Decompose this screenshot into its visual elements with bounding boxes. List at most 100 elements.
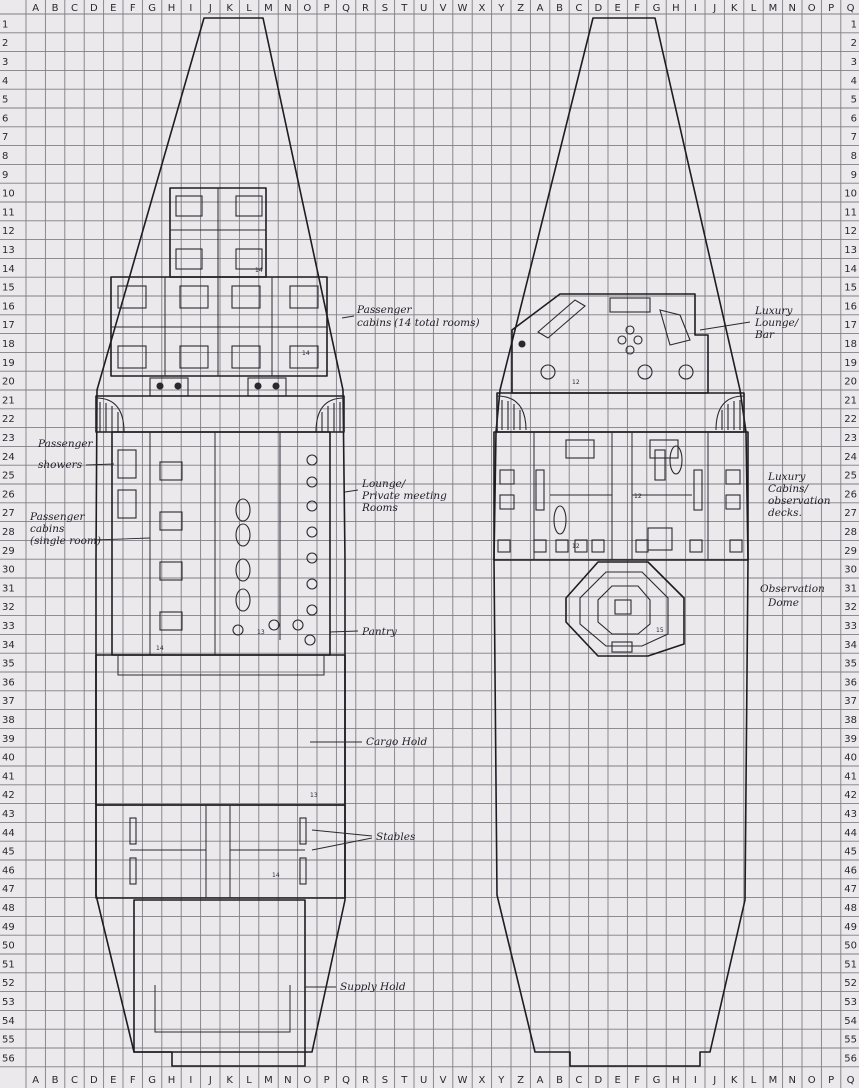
row-label: 24 — [2, 452, 15, 463]
svg-text:14: 14 — [255, 267, 263, 274]
row-label: 37 — [2, 696, 15, 707]
row-label: 35 — [844, 659, 857, 670]
row-label: 41 — [844, 771, 857, 782]
row-label: 33 — [844, 621, 857, 632]
row-label: 52 — [844, 978, 857, 989]
label-observation-dome: Observation Dome — [760, 583, 825, 609]
label-passenger-cabins: Passenger cabins (14 total rooms) — [341, 304, 480, 329]
row-label: 38 — [2, 715, 15, 726]
svg-text:Luxury: Luxury — [767, 471, 806, 483]
row-label: 47 — [844, 884, 857, 895]
row-label: 46 — [2, 865, 15, 876]
label-supply-hold: Supply Hold — [305, 981, 406, 993]
svg-text:14: 14 — [302, 350, 310, 357]
row-label: 51 — [2, 959, 15, 970]
row-label: 29 — [2, 546, 15, 557]
row-label: 34 — [2, 640, 15, 651]
row-label: 41 — [2, 771, 15, 782]
svg-text:Passenger: Passenger — [37, 438, 94, 450]
column-label: U — [420, 1075, 427, 1086]
column-label: I — [694, 3, 697, 14]
row-labels-right: 1234567891011121314151617181920212223242… — [844, 19, 857, 1064]
row-label: 8 — [2, 151, 8, 162]
row-label: 32 — [2, 602, 15, 613]
row-label: 44 — [844, 828, 857, 839]
row-label: 25 — [2, 471, 15, 482]
row-labels-left: 1234567891011121314151617181920212223242… — [2, 19, 15, 1064]
column-label: A — [32, 1075, 39, 1086]
row-label: 12 — [844, 226, 857, 237]
row-label: 48 — [2, 903, 15, 914]
row-label: 49 — [844, 922, 857, 933]
row-label: 20 — [844, 377, 857, 388]
column-label: M — [264, 3, 273, 14]
svg-text:Passenger: Passenger — [356, 304, 413, 316]
column-label: X — [478, 1075, 485, 1086]
left-cargo-hold — [95, 654, 346, 806]
column-label: W — [458, 1075, 468, 1086]
row-label: 44 — [2, 828, 15, 839]
row-label: 14 — [844, 264, 857, 275]
column-label: I — [694, 1075, 697, 1086]
row-label: 5 — [851, 95, 857, 106]
row-label: 56 — [2, 1053, 15, 1064]
column-label: V — [440, 3, 447, 14]
column-label: B — [556, 1075, 563, 1086]
column-label: G — [653, 3, 661, 14]
left-stairs-west — [95, 397, 125, 433]
svg-text:Passenger: Passenger — [29, 511, 86, 523]
left-cabin-block-wide — [110, 276, 328, 377]
column-label: D — [90, 1075, 98, 1086]
column-label: C — [575, 1075, 582, 1086]
row-label: 3 — [2, 57, 8, 68]
row-label: 29 — [844, 546, 857, 557]
row-label: 16 — [844, 301, 857, 312]
column-label: N — [789, 1075, 796, 1086]
left-supply-hold — [133, 899, 306, 1053]
column-label: Q — [342, 1075, 350, 1086]
svg-text:Cargo Hold: Cargo Hold — [366, 736, 428, 748]
label-luxury-cabins: Luxury Cabins/ observation decks. — [767, 471, 831, 519]
row-label: 1 — [851, 19, 857, 30]
row-label: 34 — [844, 640, 857, 651]
column-label: E — [110, 3, 116, 14]
left-supply-hold-inner — [154, 985, 291, 1033]
column-label: L — [751, 3, 757, 14]
row-label: 36 — [2, 677, 15, 688]
row-label: 55 — [844, 1035, 857, 1046]
right-lounge-furniture — [518, 297, 694, 380]
row-label: 10 — [844, 189, 857, 200]
row-label: 22 — [2, 414, 15, 425]
row-label: 45 — [844, 847, 857, 858]
row-label: 6 — [851, 113, 857, 124]
column-label: C — [575, 3, 582, 14]
row-label: 28 — [2, 527, 15, 538]
column-label: F — [130, 1075, 136, 1086]
column-label: P — [828, 3, 834, 14]
label-luxury-lounge: Luxury Lounge/ Bar — [699, 305, 800, 341]
column-label: D — [594, 1075, 602, 1086]
column-label: Z — [517, 1075, 524, 1086]
row-label: 42 — [844, 790, 857, 801]
svg-text:decks.: decks. — [768, 507, 802, 519]
row-label: 43 — [844, 809, 857, 820]
column-label: I — [189, 3, 192, 14]
column-label: T — [400, 1075, 408, 1086]
row-label: 13 — [2, 245, 15, 256]
column-label: O — [303, 1075, 311, 1086]
row-label: 16 — [2, 301, 15, 312]
right-ship — [493, 17, 749, 1067]
row-label: 21 — [844, 395, 857, 406]
column-label: T — [400, 3, 408, 14]
column-label: I — [189, 1075, 192, 1086]
column-label: B — [556, 3, 563, 14]
column-label: N — [284, 1075, 291, 1086]
row-label: 40 — [2, 753, 15, 764]
svg-text:Observation: Observation — [760, 583, 825, 595]
row-label: 6 — [2, 113, 8, 124]
row-label: 11 — [2, 207, 15, 218]
row-label: 18 — [2, 339, 15, 350]
column-label: R — [362, 3, 369, 14]
row-label: 50 — [844, 941, 857, 952]
